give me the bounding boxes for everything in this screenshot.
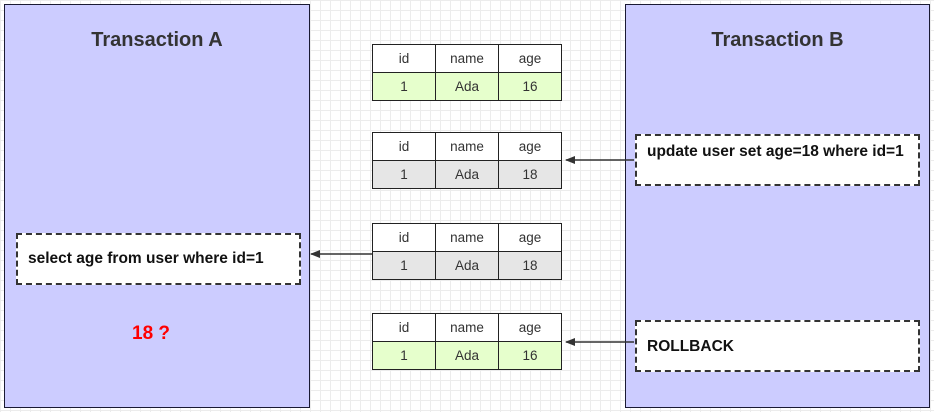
cell-age: 18 [498,251,562,280]
column-header-name: name [435,223,499,252]
cell-name: Ada [435,160,499,189]
user-table-after-update: id name age 1 Ada 18 [372,132,562,189]
cell-name: Ada [435,341,499,370]
read-result: 18 ? [132,323,171,344]
cell-name: Ada [435,251,499,280]
cell-id: 1 [372,251,436,280]
rollback-statement-box: ROLLBACK [635,320,920,372]
table-row: 1 Ada 16 [372,341,562,370]
column-header-name: name [435,132,499,161]
table-row: 1 Ada 16 [372,72,562,101]
cell-age: 18 [498,160,562,189]
user-table-dirty-read: id name age 1 Ada 18 [372,223,562,280]
column-header-name: name [435,313,499,342]
column-header-age: age [498,313,562,342]
select-query-box: select age from user where id=1 [16,233,301,285]
transaction-a-title: Transaction A [91,29,223,51]
update-statement-box: update user set age=18 where id=1 [635,134,920,186]
column-header-id: id [372,44,436,73]
user-table-initial: id name age 1 Ada 16 [372,44,562,101]
transaction-b-title: Transaction B [711,29,844,51]
cell-id: 1 [372,72,436,101]
table-row: 1 Ada 18 [372,251,562,280]
column-header-age: age [498,44,562,73]
transaction-b-panel: Transaction B update user set age=18 whe… [625,4,930,408]
column-header-id: id [372,313,436,342]
column-header-id: id [372,132,436,161]
update-statement-text: update user set age=18 where id=1 [647,143,904,160]
column-header-age: age [498,223,562,252]
cell-id: 1 [372,160,436,189]
cell-name: Ada [435,72,499,101]
user-table-after-rollback: id name age 1 Ada 16 [372,313,562,370]
column-header-name: name [435,44,499,73]
select-query-text: select age from user where id=1 [28,250,264,267]
cell-age: 16 [498,341,562,370]
column-header-age: age [498,132,562,161]
cell-age: 16 [498,72,562,101]
transaction-a-panel: Transaction A select age from user where… [4,4,310,408]
rollback-statement-text: ROLLBACK [647,338,734,355]
table-row: 1 Ada 18 [372,160,562,189]
